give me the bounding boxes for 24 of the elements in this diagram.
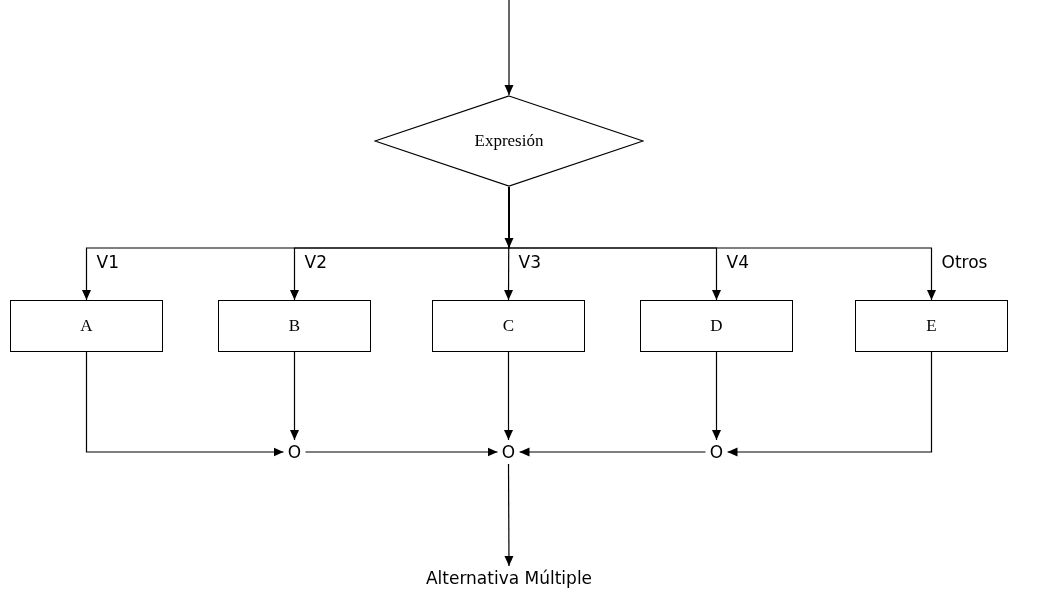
node-label: A [80, 316, 93, 336]
junction-label: O [287, 442, 302, 462]
process-box [855, 300, 1008, 352]
node-label: B [288, 316, 301, 336]
node-label: C [502, 316, 515, 336]
junction-label: O [709, 442, 724, 462]
arrow [712, 351, 721, 441]
node-label: Expresión [474, 131, 544, 151]
node-label: D [710, 316, 723, 336]
process-box [218, 300, 371, 352]
arrow [504, 0, 514, 96]
output-label: Alternativa Múltiple [425, 568, 593, 588]
arrow [518, 447, 707, 457]
process-box [640, 300, 793, 352]
arrow [726, 351, 933, 457]
process-box [10, 300, 163, 352]
arrow [290, 351, 299, 441]
arrow [304, 447, 499, 457]
node-label: E [926, 316, 937, 336]
junction-label: O [501, 442, 516, 462]
arrow [504, 351, 513, 441]
process-box [432, 300, 585, 352]
arrow [85, 351, 285, 457]
arrow [504, 463, 514, 567]
